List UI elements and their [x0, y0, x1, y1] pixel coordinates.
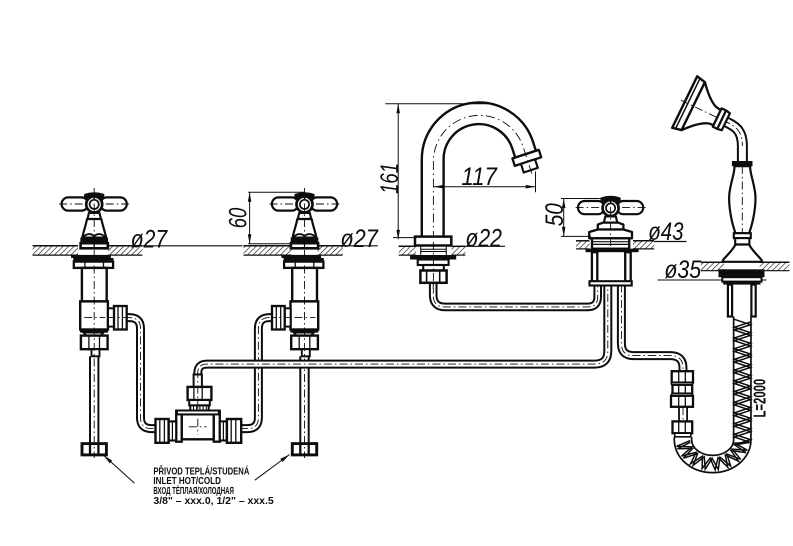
svg-text:3/8" – xxx.0, 1/2" – xxx.5: 3/8" – xxx.0, 1/2" – xxx.5	[153, 496, 274, 507]
svg-text:161: 161	[376, 163, 404, 194]
svg-text:117: 117	[461, 163, 497, 191]
svg-text:PŘIVOD TEPLÁ/STUDENÁ: PŘIVOD TEPLÁ/STUDENÁ	[153, 465, 249, 478]
svg-text:ø27: ø27	[340, 225, 378, 253]
svg-text:INLET HOT/COLD: INLET HOT/COLD	[153, 476, 221, 487]
svg-text:60: 60	[224, 208, 252, 229]
svg-text:ø43: ø43	[648, 218, 683, 246]
svg-text:50: 50	[541, 203, 569, 226]
svg-text:ø27: ø27	[131, 225, 168, 253]
svg-text:L=2000: L=2000	[750, 379, 770, 418]
svg-text:ВХОД ТЁПЛАЯ/ХОЛОДНАЯ: ВХОД ТЁПЛАЯ/ХОЛОДНАЯ	[153, 484, 234, 497]
svg-text:ø35: ø35	[664, 256, 702, 284]
svg-text:ø22: ø22	[465, 224, 502, 252]
